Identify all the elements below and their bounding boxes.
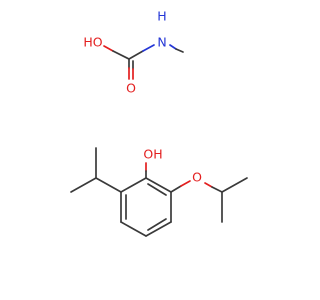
bond-c-n-nitrogen [142, 44, 155, 52]
bond-isopropoxy-methyl-1 [221, 177, 248, 193]
atom-hydroxyl-label: HO [83, 35, 102, 50]
atom-phenol-label: OH [143, 147, 162, 162]
bond-isopropyl-methyl-1 [70, 177, 97, 193]
aromatic-inner-bond-1 [147, 183, 167, 196]
ring-bond-4 [120, 221, 147, 237]
bond-c-n [128, 50, 144, 60]
atom-amine-hydrogen-label: H [157, 9, 166, 24]
bond-n-methyl-nitrogen [169, 44, 177, 50]
bond-ring-isopropyl [95, 177, 122, 193]
bond-ho-c [103, 45, 114, 52]
atom-carbonyl-oxygen-label: O [126, 81, 136, 96]
bond-ether-isopropyl-oxygen [204, 182, 213, 188]
chemical-structure-svg: HO O H N [70, 9, 248, 237]
bond-ho-c-carbon [112, 50, 130, 60]
bond-ring-ether [170, 185, 182, 193]
ring-bond-1 [145, 177, 172, 193]
bond-ether-isopropyl [211, 186, 223, 193]
atom-ether-oxygen-label: O [192, 170, 202, 185]
bond-n-methyl [175, 48, 184, 53]
molecule-isopropoxy-isopropylphenol: OH O [70, 147, 248, 237]
atom-amine-nitrogen-label: N [157, 35, 166, 50]
bond-ring-ether-oxygen [180, 180, 191, 187]
ring-bond-3 [145, 221, 172, 237]
chemical-structure-canvas: HO O H N [70, 8, 248, 237]
ring-bond-6 [120, 177, 147, 193]
molecule-methylcarbamic-acid: HO O H N [83, 9, 184, 96]
aromatic-inner-bond-2 [147, 218, 167, 231]
